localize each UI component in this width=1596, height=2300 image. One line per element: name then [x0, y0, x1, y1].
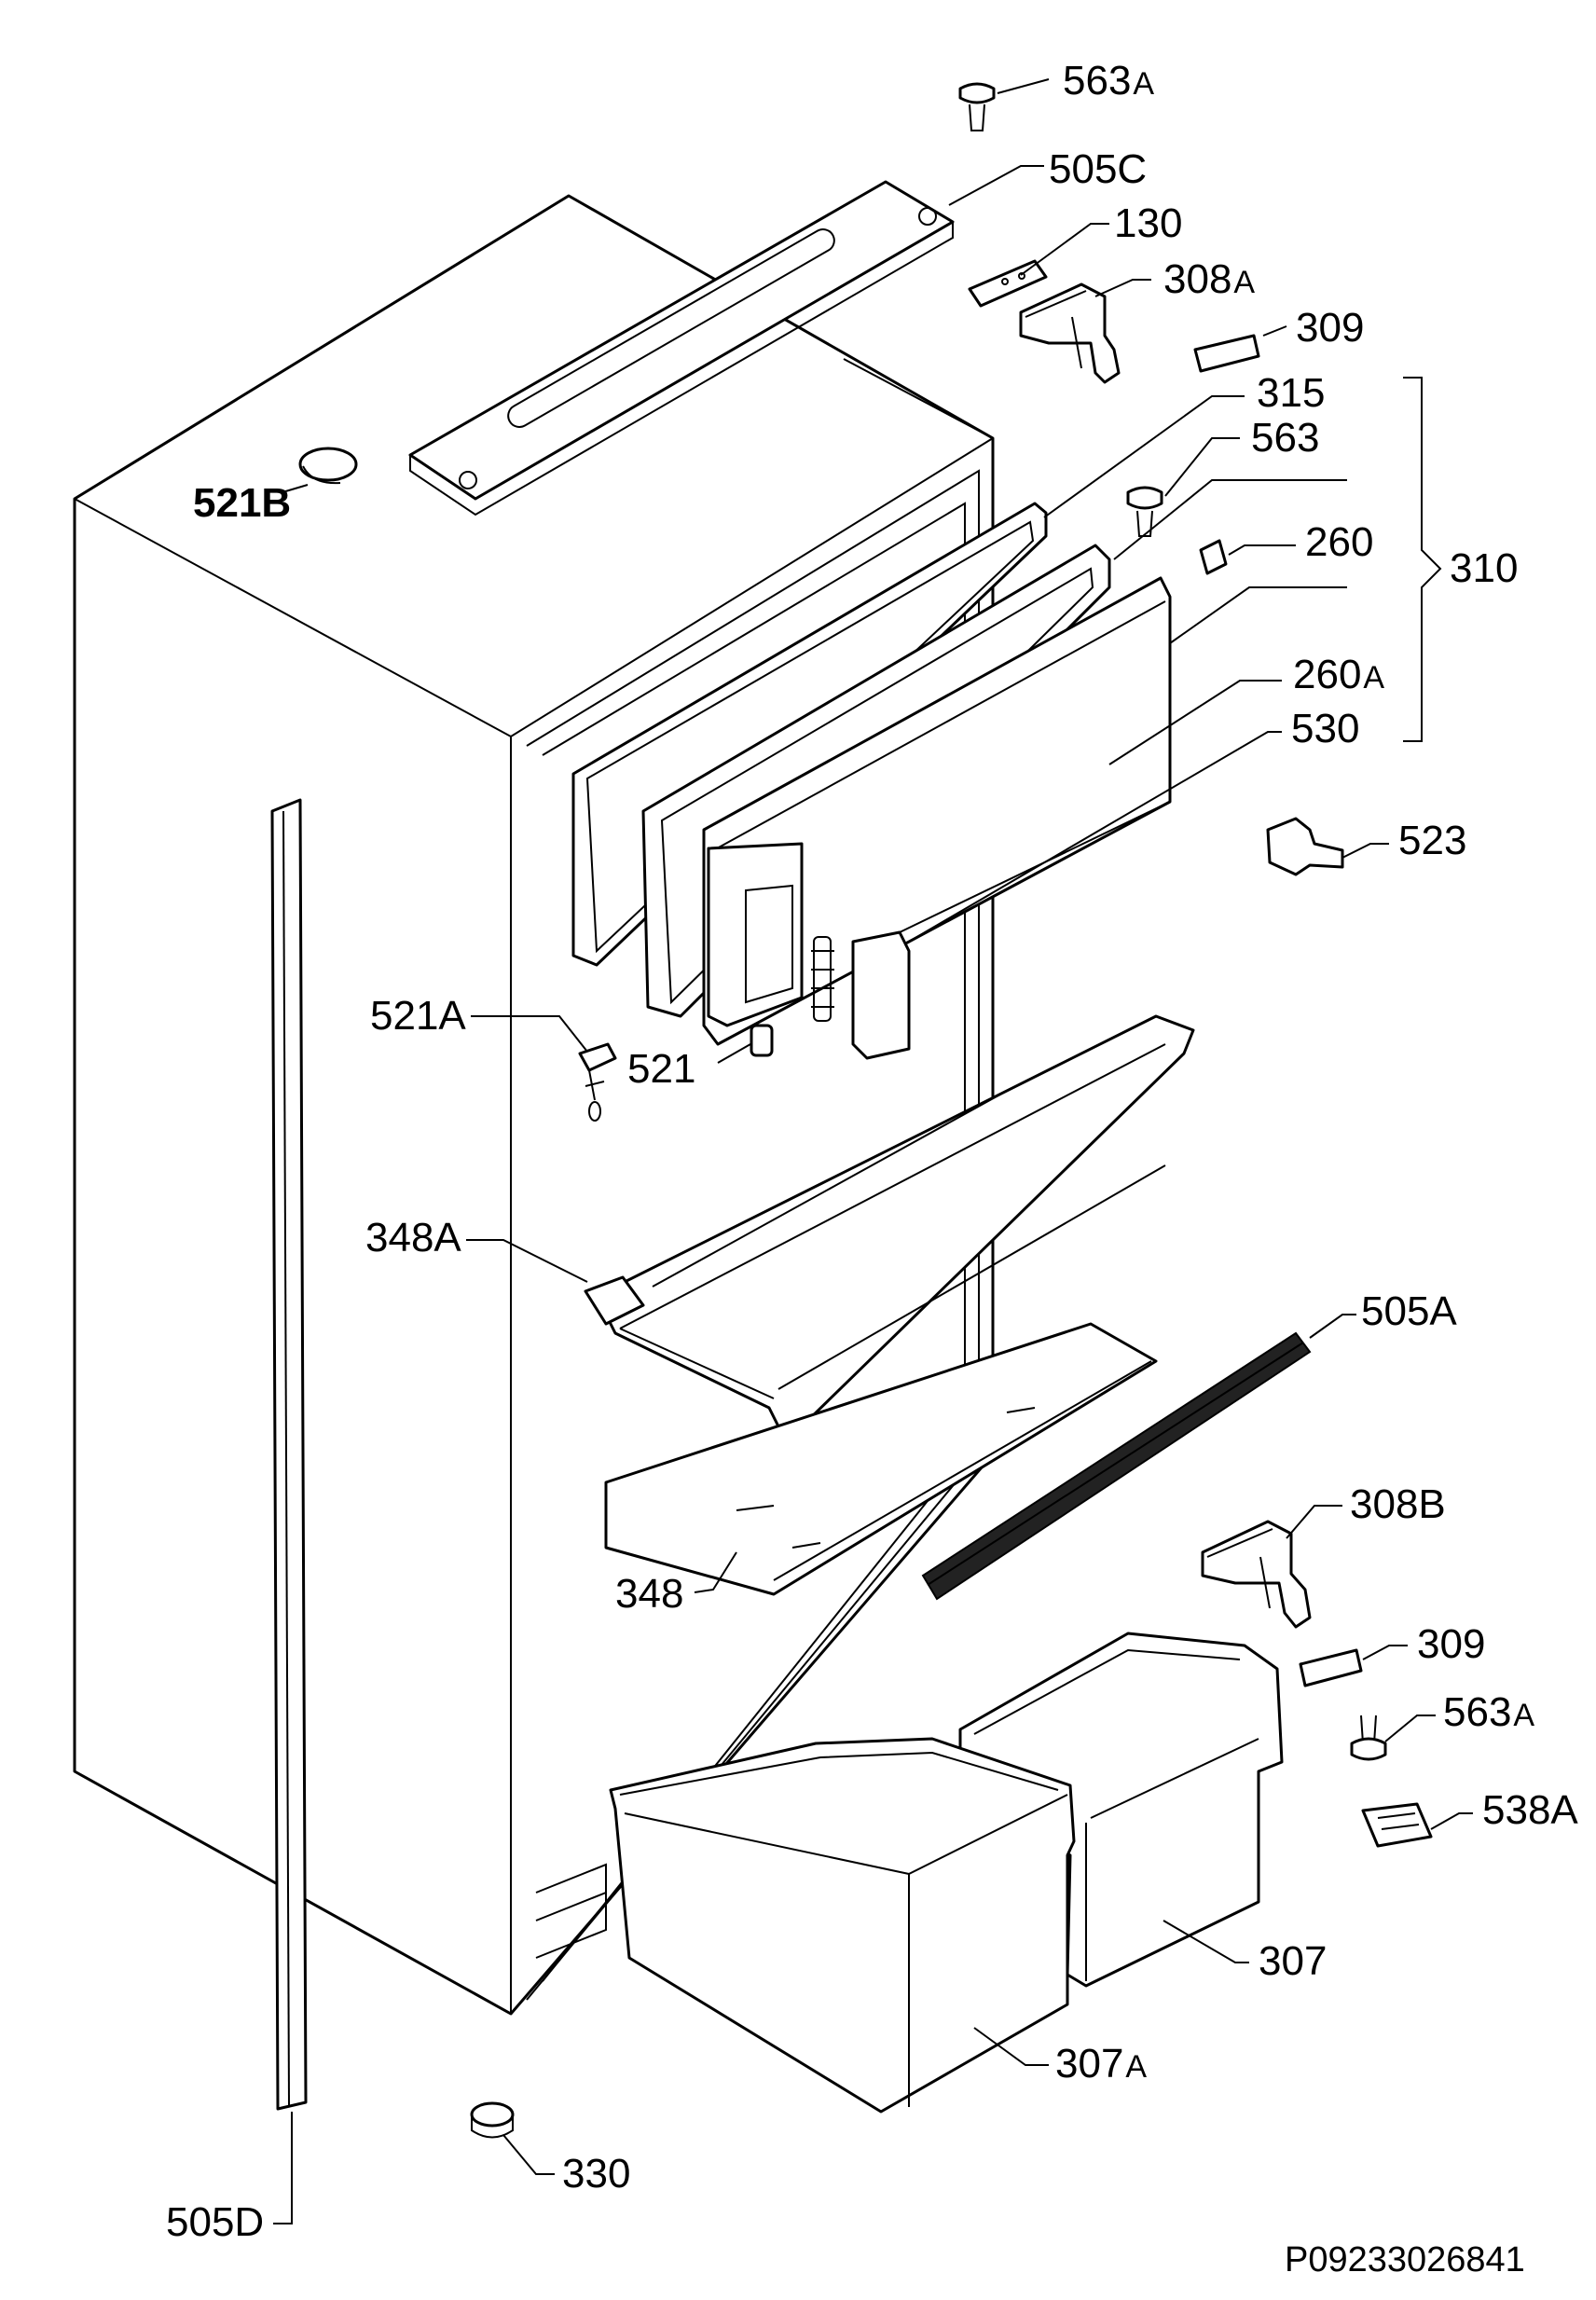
part-521b-cap [298, 447, 358, 485]
label-505d: 505D [166, 2199, 265, 2245]
label-309-bottom: 309 [1417, 1621, 1486, 1667]
part-563a-top-screw [958, 82, 996, 131]
label-308a: 308A [1163, 256, 1256, 302]
label-521a: 521A [370, 993, 466, 1039]
part-523-connector [1266, 817, 1344, 876]
label-307a: 307A [1055, 2041, 1148, 2087]
part-563-screw [1126, 486, 1163, 537]
part-563a-bottom-screw [1350, 1715, 1387, 1761]
part-309-top-label [1193, 334, 1260, 373]
part-330-foot [470, 2101, 515, 2139]
label-563a-bottom: 563A [1443, 1689, 1535, 1735]
label-308b: 308B [1350, 1481, 1446, 1527]
label-330: 330 [562, 2151, 631, 2197]
part-307-bin [958, 1632, 1284, 1988]
part-505a-seal [921, 1331, 1312, 1601]
part-505c-top-plate [408, 180, 955, 516]
label-260: 260 [1305, 519, 1374, 565]
label-521b: 521B [193, 480, 292, 526]
label-505a: 505A [1361, 1288, 1457, 1334]
label-310: 310 [1450, 545, 1519, 591]
leader-lines [273, 78, 1473, 2224]
label-523: 523 [1398, 818, 1467, 863]
label-505c: 505C [1049, 146, 1148, 192]
part-521-clip [750, 1024, 774, 1057]
part-130-plate [968, 259, 1048, 308]
part-521a-pin [578, 1042, 617, 1122]
label-530: 530 [1291, 706, 1360, 751]
label-130: 130 [1114, 200, 1183, 246]
part-309-bottom-label [1299, 1648, 1363, 1687]
freezer-door-assembly [571, 502, 1172, 1060]
label-315: 315 [1257, 370, 1326, 416]
part-505d-seal-strip [270, 798, 308, 2111]
part-307a-bin [609, 1737, 1076, 2114]
document-id: P09233026841 [1285, 2240, 1525, 2279]
label-260a: 260A [1293, 652, 1385, 697]
label-348: 348 [615, 1571, 684, 1617]
part-308b-hinge [1201, 1520, 1312, 1629]
label-538a: 538A [1482, 1787, 1578, 1833]
label-309-top: 309 [1296, 305, 1365, 351]
label-563: 563 [1251, 415, 1320, 461]
label-521: 521 [627, 1046, 696, 1092]
label-348a: 348A [365, 1215, 461, 1260]
part-538a-plate [1361, 1802, 1433, 1848]
label-563a-top: 563A [1063, 58, 1155, 103]
part-348-glass-shelf [604, 1322, 1158, 1596]
part-260-clip [1199, 539, 1228, 575]
label-307: 307 [1259, 1938, 1328, 1984]
part-308a-hinge [1019, 282, 1121, 384]
